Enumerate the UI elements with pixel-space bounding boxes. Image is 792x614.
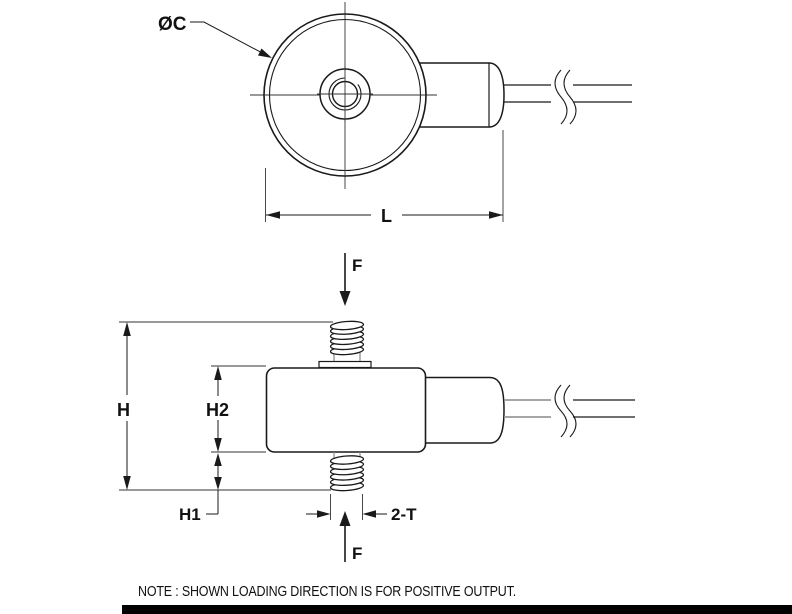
bottom-stud xyxy=(329,452,365,492)
height-h1-label: H1 xyxy=(179,505,201,524)
up-arrowhead xyxy=(214,453,222,466)
diameter-c-label: ØC xyxy=(158,14,187,35)
dimension-height-h1: H1 xyxy=(179,453,222,524)
up-arrowhead xyxy=(123,322,131,336)
down-arrowhead xyxy=(214,438,222,452)
dim-arrowhead-right xyxy=(489,211,503,219)
dimension-height-h: H xyxy=(117,321,333,491)
force-arrow-top: F xyxy=(339,253,362,306)
top-stud-threads xyxy=(329,320,365,356)
dimension-height-h2: H2 xyxy=(206,365,266,453)
side-view: F xyxy=(117,253,635,563)
force-bottom-label: F xyxy=(352,544,362,563)
force-arrow-bottom: F xyxy=(339,511,362,563)
left-arrowhead xyxy=(362,510,376,518)
cable-break-icon xyxy=(563,384,577,438)
top-view: ØC L xyxy=(158,2,632,226)
down-arrowhead xyxy=(123,476,131,490)
length-l-label: L xyxy=(381,206,392,226)
loading-direction-note: NOTE : SHOWN LOADING DIRECTION IS FOR PO… xyxy=(138,584,516,600)
side-view-cable xyxy=(504,384,635,438)
thread-2t-label: 2-T xyxy=(391,505,417,524)
center-threaded-hole xyxy=(317,66,373,122)
side-view-connector xyxy=(424,376,505,444)
cable-break-icon xyxy=(554,384,568,438)
top-stud xyxy=(318,320,372,369)
dim-arrowhead-left xyxy=(266,211,280,219)
bottom-table-border xyxy=(122,605,792,614)
force-top-label: F xyxy=(352,256,362,275)
top-view-cable xyxy=(504,69,632,125)
cable-break-icon xyxy=(563,69,577,125)
load-cell-body xyxy=(265,367,427,453)
height-h-label: H xyxy=(117,400,130,420)
bottom-stud-threads xyxy=(329,455,365,492)
dimension-thread-2t: 2-T xyxy=(306,494,417,524)
right-arrowhead xyxy=(317,510,331,518)
top-view-connector xyxy=(419,62,505,128)
dimension-diameter-c: ØC xyxy=(158,14,272,58)
down-arrowhead xyxy=(339,291,351,306)
height-h2-label: H2 xyxy=(206,400,229,420)
up-arrowhead xyxy=(339,511,351,526)
down-arrowhead xyxy=(214,477,222,490)
cable-break-icon xyxy=(554,69,568,125)
up-arrowhead xyxy=(214,366,222,380)
dimension-length-l: L xyxy=(265,130,504,226)
stud-flange xyxy=(318,360,372,369)
leader-arrowhead xyxy=(258,48,272,58)
